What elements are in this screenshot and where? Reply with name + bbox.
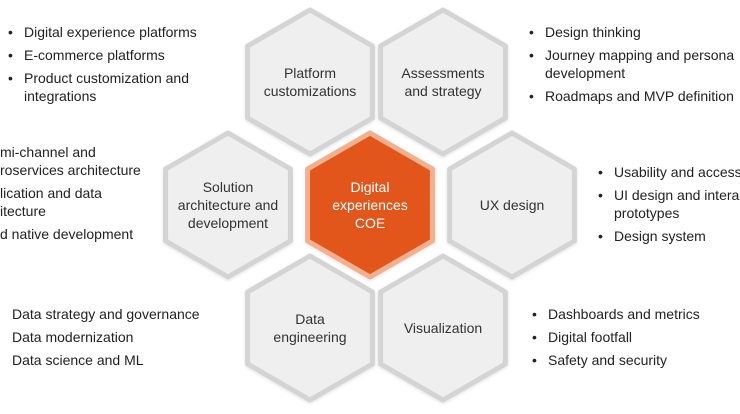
ux-design-hexagon: UX design <box>447 130 577 280</box>
visualization-capabilities-list: Dashboards and metricsDigital footfallSa… <box>528 305 700 374</box>
list-item: Usability and accessibility <box>594 163 740 181</box>
list-item-text: Digital footfall <box>548 329 633 345</box>
list-item: Digital footfall <box>528 328 700 346</box>
list-item-text: E-commerce platforms <box>24 47 165 63</box>
hexagon-label: Solution <box>203 179 254 195</box>
hexagon-shape <box>163 130 293 280</box>
list-item-text: integrations <box>24 88 97 104</box>
list-item-text: Data strategy and governance <box>12 306 200 322</box>
list-item-text: Design system <box>614 228 706 244</box>
list-item: E-commerce platforms <box>4 46 197 64</box>
list-item-text: Safety and security <box>548 352 668 368</box>
hexagon-shape <box>378 7 508 157</box>
list-item-text: d native development <box>0 226 134 242</box>
hexagon-label: development <box>188 215 268 231</box>
list-item: Data strategy and governance <box>12 305 200 323</box>
list-item-text: Usability and accessibility <box>614 164 740 180</box>
assessments-strategy-hexagon: Assessments and strategy <box>378 7 508 157</box>
list-item-text: Product customization and <box>24 70 189 86</box>
list-item: Design thinking <box>525 23 734 41</box>
hexagon-label: engineering <box>273 329 346 345</box>
list-item-text: Design thinking <box>545 24 641 40</box>
data-engineering-hexagon: Data engineering <box>245 253 375 403</box>
list-item: Data science and ML <box>12 351 200 369</box>
list-item: mi-channel and roservices architecture <box>0 143 141 179</box>
list-item-text: UI design and interactive <box>614 187 740 203</box>
list-item: Design system <box>594 227 740 245</box>
list-item-text: mi-channel and <box>0 144 96 160</box>
list-item-text: Data science and ML <box>12 352 144 368</box>
hexagon-label: Digital <box>351 179 390 195</box>
list-item-text: Dashboards and metrics <box>548 306 700 322</box>
solution-architecture-hexagon: Solution architecture and development <box>163 130 293 280</box>
list-item: d native development <box>0 225 141 243</box>
list-item-text: itecture <box>0 203 46 219</box>
list-item-text: Journey mapping and persona <box>545 47 735 63</box>
list-item: Safety and security <box>528 351 700 369</box>
hexagon-shape <box>245 253 375 403</box>
list-item-text: development <box>545 65 626 81</box>
platform-customizations-hexagon: Platform customizations <box>245 7 375 157</box>
list-item: UI design and interactive prototypes <box>594 186 740 222</box>
hexagon-label: Platform <box>284 65 336 81</box>
list-item: Data modernization <box>12 328 200 346</box>
list-item: Journey mapping and persona development <box>525 46 734 82</box>
list-item-text: Data modernization <box>12 329 134 345</box>
hexagon-label: COE <box>355 215 385 231</box>
list-item: Digital experience platforms <box>4 23 197 41</box>
hexagon-shape <box>245 7 375 157</box>
platform-capabilities-list: Digital experience platformsE-commerce p… <box>4 23 197 110</box>
list-item: Roadmaps and MVP definition <box>525 87 734 105</box>
hexagon-shape <box>447 130 577 280</box>
hexagon-label: Data <box>295 311 325 327</box>
list-item-text: roservices architecture <box>0 162 141 178</box>
list-item: Product customization and integrations <box>4 69 197 105</box>
hexagon-label: Visualization <box>404 320 482 336</box>
hexagon-shape <box>378 253 508 403</box>
hexagon-label: customizations <box>264 83 357 99</box>
hexagon-shape <box>305 130 435 280</box>
hexagon-label: and strategy <box>404 83 481 99</box>
list-item-text: prototypes <box>614 205 680 221</box>
list-item: lication and data itecture <box>0 184 141 220</box>
hexagon-label: architecture and <box>178 197 278 213</box>
hexagon-label: experiences <box>332 197 408 213</box>
hexagon-label: UX design <box>480 197 545 213</box>
list-item-text: Roadmaps and MVP definition <box>545 88 734 104</box>
assessment-capabilities-list: Design thinkingJourney mapping and perso… <box>525 23 734 110</box>
hexagon-label: Assessments <box>401 65 484 81</box>
visualization-hexagon: Visualization <box>378 253 508 403</box>
solution-capabilities-list: mi-channel and roservices architecture lic… <box>0 143 141 248</box>
ux-capabilities-list: Usability and accessibility UI design and… <box>594 163 740 250</box>
list-item: Dashboards and metrics <box>528 305 700 323</box>
list-item-text: Digital experience platforms <box>24 24 197 40</box>
list-item-text: lication and data <box>0 185 102 201</box>
